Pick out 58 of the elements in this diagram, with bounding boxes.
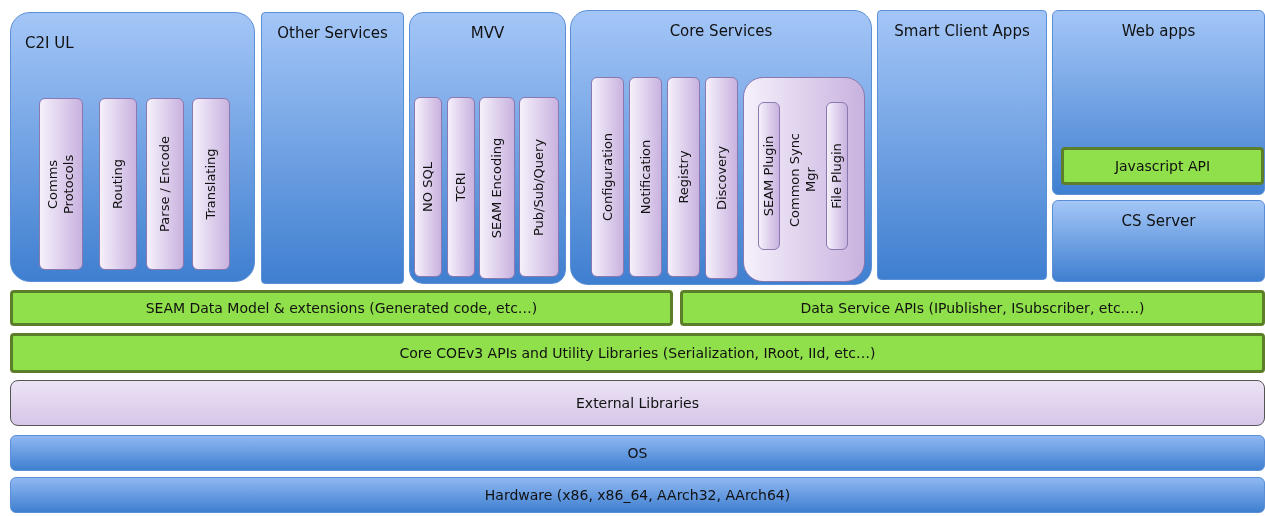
component-label: SEAM Plugin <box>761 135 777 217</box>
platform-layer-bar <box>10 477 1265 513</box>
module-panel <box>10 12 255 282</box>
library-layer-bar <box>10 380 1265 426</box>
module-panel <box>409 12 566 284</box>
component-pill <box>447 97 475 277</box>
component-pill <box>519 97 559 277</box>
module-panel <box>570 10 872 285</box>
layer-label: Data Service APIs (IPublisher, ISubscriber, etc….) <box>800 300 1145 316</box>
layer-label: Hardware (x86, x86_64, AArch32, AArch64) <box>484 487 791 503</box>
component-label: NO SQL <box>420 162 436 212</box>
module-panel <box>1052 200 1265 282</box>
component-label: Common Sync Mgr <box>787 131 819 229</box>
component-pill <box>667 77 700 277</box>
component-group <box>743 77 865 282</box>
api-layer-bar <box>1061 147 1264 185</box>
component-label: Discovery <box>713 145 730 211</box>
panel-title: Other Services <box>276 23 389 43</box>
component-label: File Plugin <box>829 143 845 209</box>
module-panel <box>261 12 404 284</box>
component-pill <box>826 102 848 250</box>
panel-title: MVV <box>469 23 506 43</box>
component-pill <box>192 98 230 270</box>
panel-title: Core Services <box>668 21 774 41</box>
layer-label: Javascript API <box>1114 158 1211 174</box>
component-pill <box>39 98 83 270</box>
module-panel <box>1052 10 1265 195</box>
panel-title: Web apps <box>1120 21 1197 41</box>
layer-label: External Libraries <box>576 395 699 411</box>
api-layer-bar <box>10 290 673 326</box>
component-pill <box>591 77 624 277</box>
panel-title: Smart Client Apps <box>893 21 1031 41</box>
layer-label: OS <box>627 445 648 461</box>
component-label: Pub/Sub/Query <box>531 137 547 238</box>
component-label: Notification <box>637 139 654 215</box>
component-label: Configuration <box>599 132 616 222</box>
component-label: Parse / Encode <box>157 136 173 232</box>
component-label: Routing <box>110 159 126 209</box>
module-panel <box>877 10 1047 280</box>
panel-title: CS Server <box>1120 211 1197 231</box>
layer-label: SEAM Data Model & extensions (Generated code, etc…) <box>145 300 538 316</box>
component-label: TCRI <box>453 172 469 202</box>
layer-label: Core COEv3 APIs and Utility Libraries (Serialization, IRoot, IId, etc…) <box>399 345 876 361</box>
api-layer-bar <box>680 290 1265 326</box>
component-pill <box>99 98 137 270</box>
component-pill <box>479 97 515 279</box>
component-label: Translating <box>203 148 219 220</box>
component-pill <box>705 77 738 279</box>
component-label: SEAM Encoding <box>489 137 505 239</box>
component-label: Registry <box>675 150 692 204</box>
component-label: Comms Protocols <box>45 153 77 216</box>
api-layer-bar <box>10 333 1265 373</box>
component-pill <box>414 97 442 277</box>
platform-layer-bar <box>10 435 1265 471</box>
panel-title: C2I UL <box>24 33 75 53</box>
component-pill <box>629 77 662 277</box>
component-pill <box>146 98 184 270</box>
component-pill <box>758 102 780 250</box>
